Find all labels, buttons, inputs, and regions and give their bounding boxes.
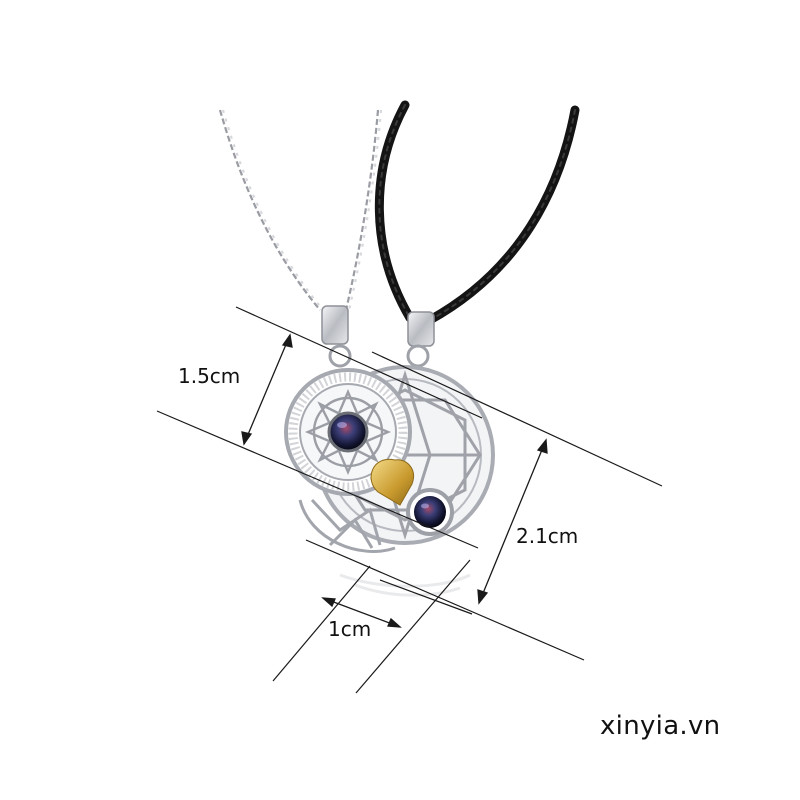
dimension-lines: [156, 306, 663, 694]
dimension-arrows: [241, 333, 548, 628]
gem-icon: [414, 496, 446, 528]
width-dimension-label: 2.1cm: [516, 524, 579, 548]
gold-heart-icon: [370, 458, 414, 506]
reflection: [339, 573, 471, 597]
gem-icon: [327, 411, 369, 453]
watermark: xinyia.vn: [600, 711, 721, 741]
lower-lattice: [298, 498, 396, 553]
depth-dimension-label: 1cm: [328, 617, 372, 641]
silver-chain: [218, 109, 383, 311]
bail-right: [406, 311, 435, 368]
height-dimension-label: 1.5cm: [178, 364, 241, 388]
sun-pendant: [284, 368, 412, 496]
bail-left: [321, 305, 352, 368]
black-cord: [374, 100, 580, 325]
